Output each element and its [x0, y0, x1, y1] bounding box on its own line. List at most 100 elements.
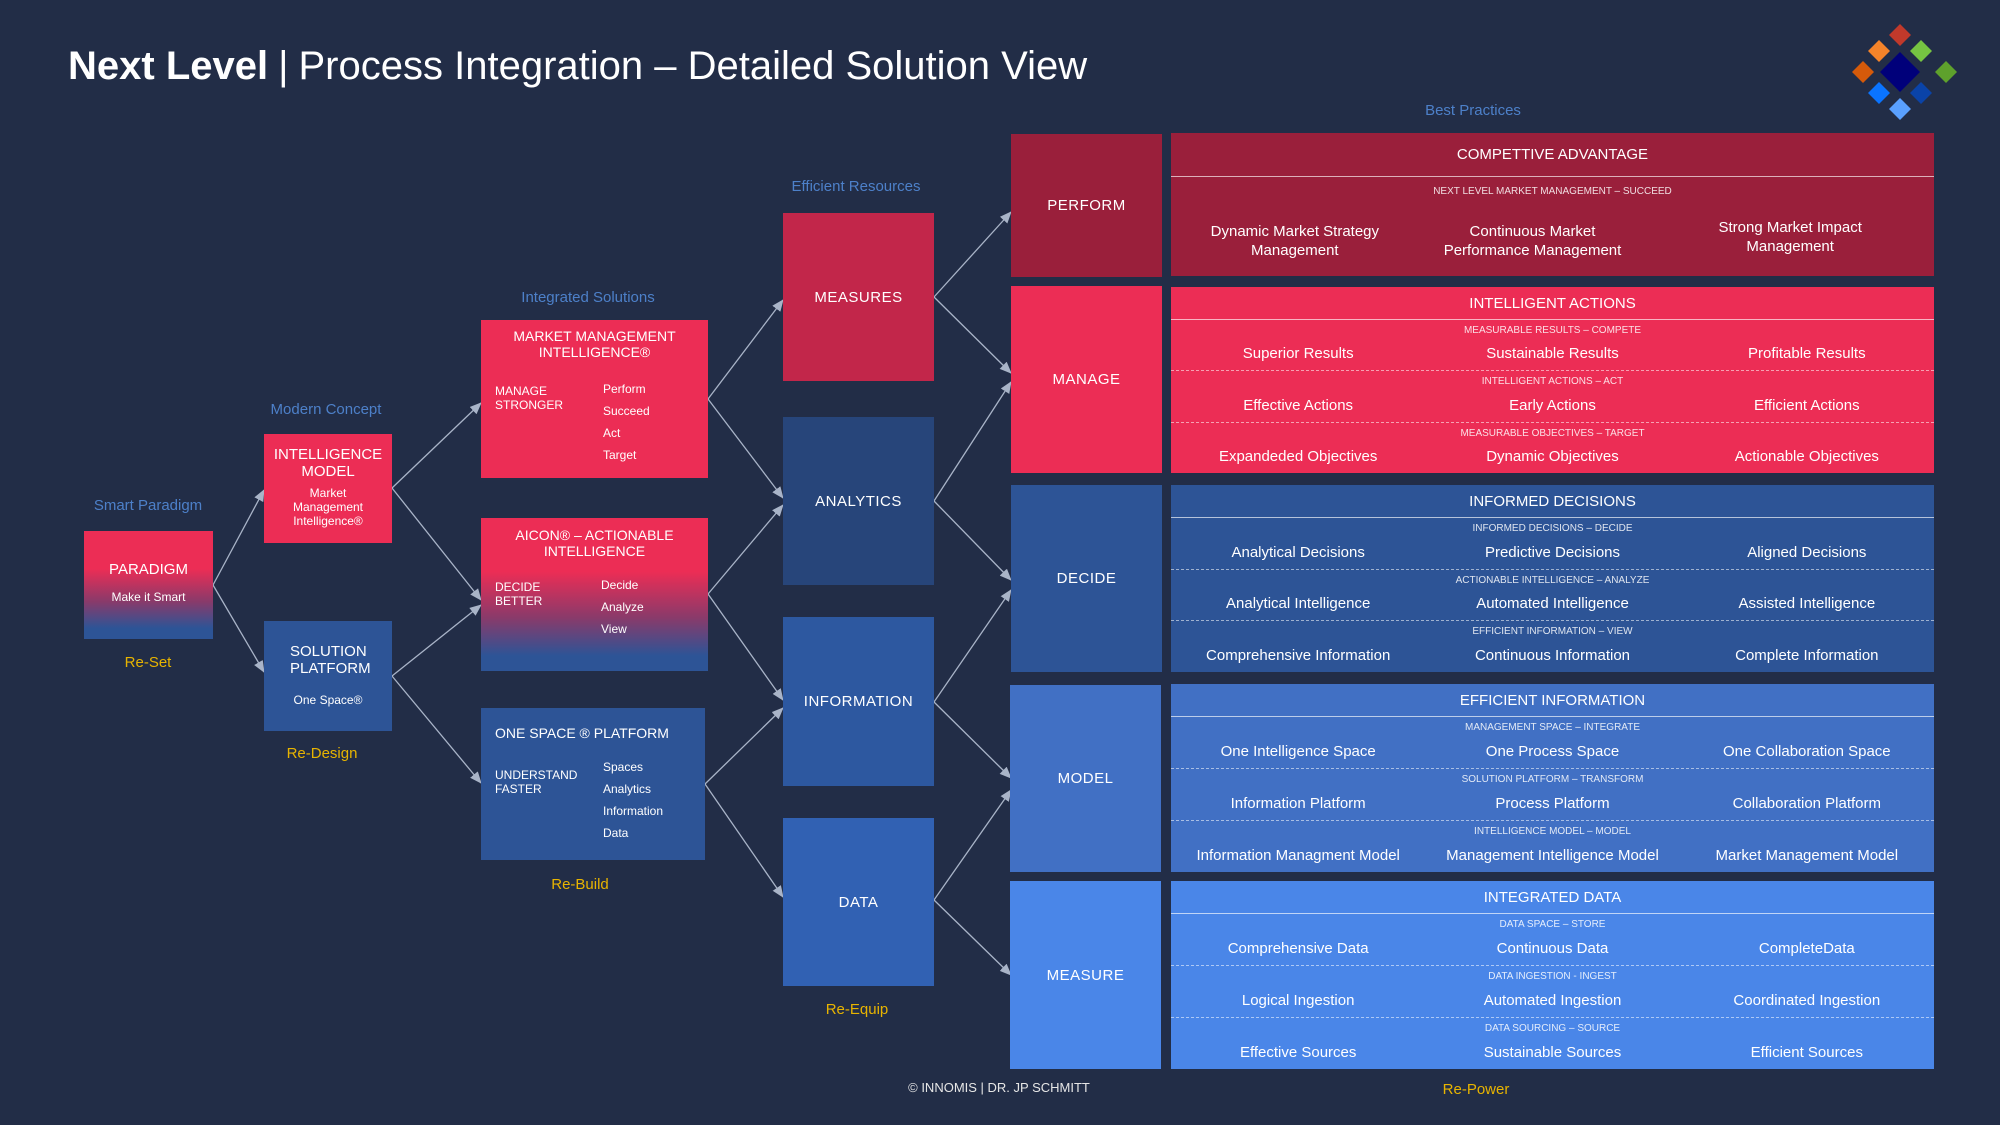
label-modern-concept: Modern Concept — [270, 401, 382, 418]
row-label: DATA SOURCING – SOURCE — [1484, 1023, 1621, 1034]
panel-row: NEXT LEVEL MARKET MANAGEMENT – SUCCEED D… — [1171, 177, 1934, 276]
solution-aicon: AICON® – ACTIONABLE INTELLIGENCE DECIDE … — [481, 518, 708, 671]
practice-cell: One Process Space — [1485, 743, 1620, 760]
solution-platform-title: SOLUTION PLATFORM — [290, 643, 371, 677]
solution-title: AICON® – ACTIONABLE INTELLIGENCE — [515, 527, 674, 559]
stage-manage: MANAGE — [1011, 286, 1162, 473]
practice-cell: Actionable Objectives — [1734, 447, 1879, 465]
label-smart-paradigm: Smart Paradigm — [93, 497, 203, 514]
solution-item: Spaces — [603, 760, 644, 774]
connector-arrow — [391, 402, 482, 489]
practice-cell: Automated Ingestion — [1483, 992, 1622, 1009]
page-title: Next Level|Process Integration – Detaile… — [68, 44, 1088, 88]
label-best-practices: Best Practices — [1425, 102, 1521, 119]
stage-model: MODEL — [1010, 685, 1161, 872]
logo-diamond — [1852, 61, 1874, 83]
connector-arrow — [212, 584, 265, 673]
connector-arrow — [391, 604, 482, 677]
practice-cell: Aligned Decisions — [1747, 543, 1867, 561]
intelligence-model-title: INTELLIGENCE MODEL — [273, 446, 383, 480]
row-label: INTELLIGENT ACTIONS – ACT — [1481, 376, 1624, 388]
label-efficient-resources: Efficient Resources — [791, 178, 921, 195]
solution-item: Decide — [601, 578, 639, 592]
solution-item: Target — [603, 448, 637, 462]
stage-measure: MEASURE — [1010, 881, 1161, 1069]
connector-arrow — [933, 589, 1012, 703]
solution-item: Perform — [603, 382, 646, 396]
solution-item: Data — [603, 826, 629, 840]
solution-mmi: MARKET MANAGEMENT INTELLIGENCE® MANAGE S… — [481, 320, 708, 478]
copyright-footer: © INNOMIS | DR. JP SCHMITT — [908, 1080, 1090, 1095]
solution-platform-box: SOLUTION PLATFORM One Space® — [264, 621, 392, 731]
practice-cell: Process Platform — [1495, 795, 1610, 812]
innomis-logo — [1852, 24, 1957, 120]
panel-row: INTELLIGENT ACTIONS – ACT Effective Actio… — [1171, 370, 1934, 421]
row-label: ACTIONABLE INTELLIGENCE – ANALYZE — [1455, 574, 1650, 586]
practice-cell: Complete Information — [1735, 647, 1879, 665]
row-label: MANAGEMENT SPACE – INTEGRATE — [1464, 722, 1641, 733]
practice-cell: Profitable Results — [1748, 345, 1866, 363]
resource-data: DATA — [783, 818, 934, 986]
label-re-build: Re-Build — [551, 876, 609, 893]
practice-cell: Expandeded Objectives — [1218, 447, 1378, 465]
paradigm-box: PARADIGM Make it Smart — [84, 531, 213, 639]
connector-arrow — [707, 504, 784, 595]
stage-perform: PERFORM — [1011, 134, 1162, 277]
row-label: MEASURABLE OBJECTIVES – TARGET — [1460, 427, 1645, 439]
connector-arrow — [933, 899, 1012, 976]
panel-competitive-advantage: COMPETTIVE ADVANTAGE NEXT LEVEL MARKET M… — [1171, 133, 1934, 276]
connector-arrow — [391, 487, 482, 601]
connector-arrow — [707, 398, 784, 499]
logo-diamond — [1910, 82, 1932, 104]
logo-diamond — [1889, 24, 1911, 46]
practice-cell: Efficient Actions — [1754, 396, 1860, 414]
connector-arrow — [933, 211, 1012, 298]
practice-cell: Dynamic Objectives — [1486, 447, 1619, 465]
solution-item: View — [601, 622, 627, 636]
practice-cell: Automated Intelligence — [1476, 595, 1629, 613]
practice-cell: Comprehensive Data — [1227, 940, 1369, 957]
practice-cell: Information Managment Model — [1196, 847, 1400, 864]
logo-diamond — [1868, 82, 1890, 104]
practice-cell: Superior Results — [1242, 345, 1354, 363]
practice-cell: Dynamic Market Strategy Management — [1210, 223, 1380, 259]
logo-diamond — [1910, 40, 1932, 62]
intelligence-model-box: INTELLIGENCE MODEL Market Management Int… — [264, 434, 392, 543]
connector-arrow — [212, 489, 265, 586]
practice-cell: Management Intelligence Model — [1446, 847, 1659, 864]
practice-cell: Assisted Intelligence — [1738, 595, 1876, 613]
practice-cell: Early Actions — [1509, 396, 1596, 414]
row-label: INTELLIGENCE MODEL – MODEL — [1474, 826, 1631, 837]
solution-title: MARKET MANAGEMENT INTELLIGENCE® — [513, 328, 676, 360]
logo-diamond — [1868, 40, 1890, 62]
connector-arrow — [704, 783, 784, 898]
panel-row: INTELLIGENCE MODEL – MODEL Information Ma… — [1171, 820, 1934, 872]
practice-cell: Effective Actions — [1243, 396, 1354, 414]
practice-cell: Coordinated Ingestion — [1733, 992, 1881, 1009]
panel-row: EFFICIENT INFORMATION – VIEW Comprehensiv… — [1171, 620, 1934, 672]
practice-cell: Strong Market Impact Management — [1718, 219, 1862, 255]
panel-header: COMPETTIVE ADVANTAGE — [1171, 133, 1934, 177]
practice-cell: Continuous Data — [1496, 940, 1609, 957]
logo-diamond — [1880, 52, 1920, 92]
practice-cell: Comprehensive Information — [1206, 647, 1391, 665]
solution-platform-sub: One Space® — [293, 693, 363, 707]
row-label: EFFICIENT INFORMATION – VIEW — [1472, 626, 1633, 638]
practice-cell: Market Management Model — [1715, 847, 1899, 864]
practice-cell: Predictive Decisions — [1484, 543, 1621, 561]
practice-cell: Continuous Information — [1474, 647, 1631, 665]
connector-arrow — [933, 701, 1012, 779]
logo-diamond — [1889, 98, 1911, 120]
practice-cell: Collaboration Platform — [1732, 795, 1882, 812]
solution-one-space: ONE SPACE ® PLATFORM UNDERSTAND FASTER S… — [481, 708, 705, 860]
practice-cell: Effective Sources — [1239, 1044, 1357, 1061]
